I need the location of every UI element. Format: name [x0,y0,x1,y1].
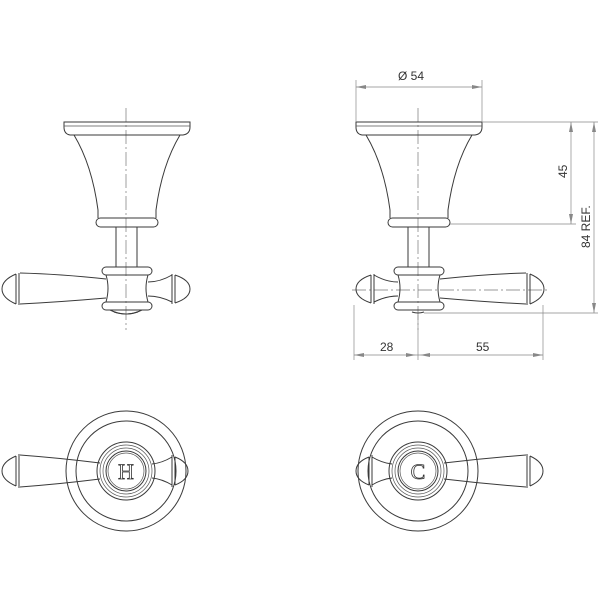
dimension-diameter: Ø 54 [355,69,483,122]
overall-height-label: 84 REF. [579,205,593,248]
dimension-overall-height: 84 REF. [424,122,598,314]
lever-long-label: 55 [476,340,490,354]
lever-short-label: 28 [380,340,394,354]
dimension-lever-widths: 28 55 [353,305,544,360]
cold-indicator: C [411,459,426,484]
hot-indicator: H [118,459,134,484]
flange-height-label: 45 [556,164,570,178]
front-view-cold: C [355,410,544,532]
dimension-flange-height: 45 [450,121,598,225]
side-view-left [1,108,191,330]
front-view-hot: H [1,410,189,532]
diameter-label: Ø 54 [398,69,424,83]
side-view-dimensioned [352,108,550,330]
